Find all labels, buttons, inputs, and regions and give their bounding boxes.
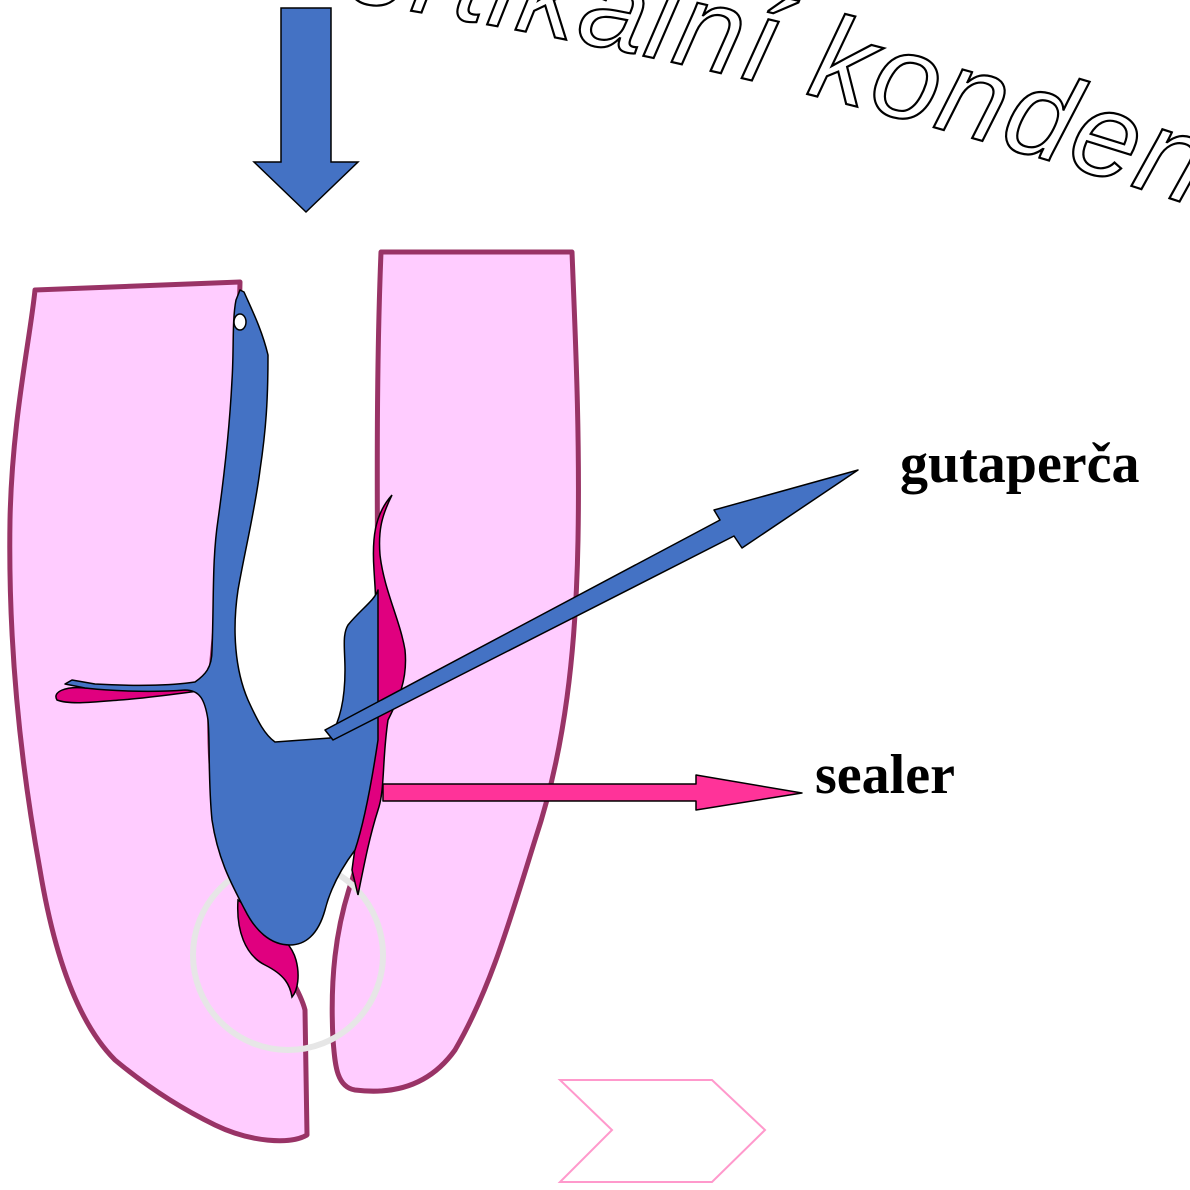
chevron-right-icon[interactable] — [560, 1080, 765, 1182]
orifice-loop-mark — [234, 314, 246, 330]
gutta-percha-label: gutaperča — [900, 433, 1140, 495]
sealer-label: sealer — [815, 744, 955, 806]
down-arrow-icon — [254, 8, 358, 212]
diagram-title: vertikalní kondenzace — [0, 0, 1190, 231]
